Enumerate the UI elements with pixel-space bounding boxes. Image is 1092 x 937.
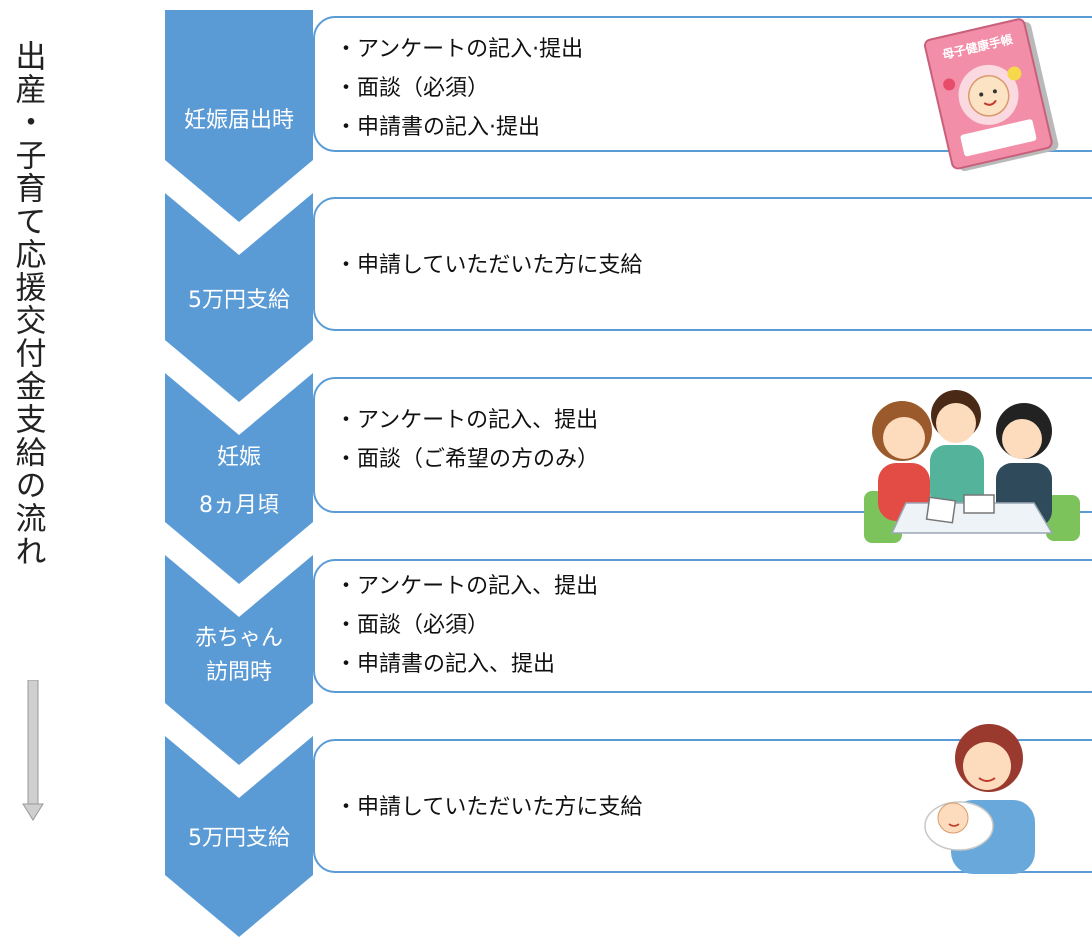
mother-baby-icon	[924, 724, 1035, 874]
step-4-box: ・アンケートの記入、提出 ・面談（必須） ・申請書の記入、提出	[313, 559, 1092, 693]
chevron-step-1	[165, 10, 313, 222]
step-4-bullet: ・アンケートの記入、提出	[335, 574, 599, 599]
step-3-bullet: ・アンケートの記入、提出	[335, 408, 599, 433]
step-4-label: 赤ちゃん 訪問時	[194, 626, 283, 685]
step-1-bullet: ・面談（必須）	[335, 76, 490, 101]
step-3-bullet: ・面談（ご希望の方のみ）	[335, 447, 600, 472]
flow-title: 出産・子育て応援交付金支給の流れ	[8, 40, 48, 680]
chevron-step-3	[165, 373, 313, 584]
consultation-family-icon	[864, 390, 1080, 543]
step-3-label: 妊娠 8ヵ月頃	[199, 445, 279, 518]
step-4-bullet: ・申請書の記入、提出	[335, 652, 556, 677]
down-arrow-icon	[22, 680, 44, 821]
boshi-techo-icon: 母子健康手帳	[923, 18, 1059, 172]
chevron-step-4	[165, 555, 313, 765]
step-1-bullet: ・申請書の記入·提出	[335, 115, 540, 140]
chevron-step-2	[165, 193, 313, 402]
step-2-label: 5万円支給	[188, 288, 290, 313]
step-5-bullet: ・申請していただいた方に支給	[335, 795, 643, 820]
chevron-step-5	[165, 736, 313, 937]
step-1-label: 妊娠届出時	[183, 108, 294, 133]
step-1-bullet: ・アンケートの記入·提出	[335, 37, 584, 62]
step-5-label: 5万円支給	[188, 826, 290, 851]
chevron-column	[165, 10, 313, 937]
step-2-bullet: ・申請していただいた方に支給	[335, 253, 643, 278]
step-2-box: ・申請していただいた方に支給	[313, 197, 1092, 331]
step-4-bullet: ・面談（必須）	[335, 613, 490, 638]
flow-title-text: 出産・子育て応援交付金支給の流れ	[9, 40, 46, 568]
